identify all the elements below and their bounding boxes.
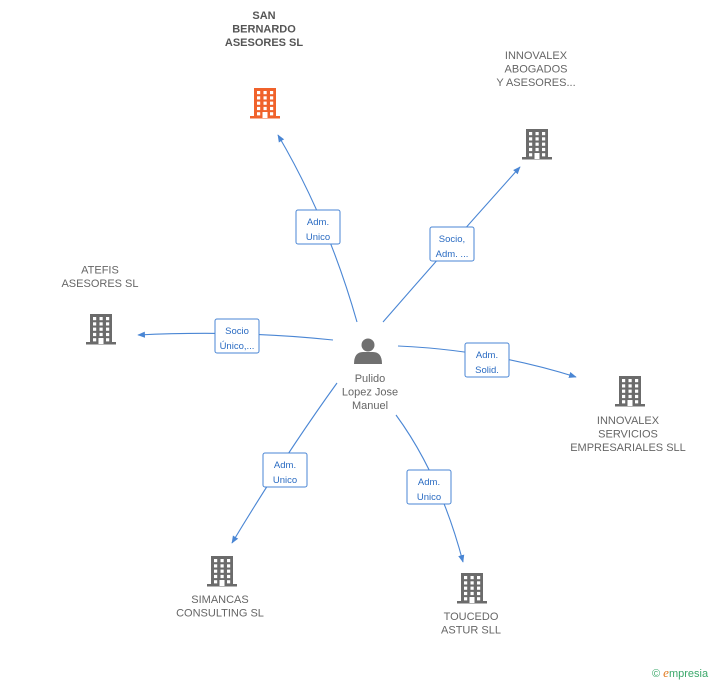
edge-label-text: Unico: [273, 475, 297, 486]
building-icon: [250, 88, 280, 119]
edge-label[interactable]: Adm. Unico: [295, 209, 341, 245]
node-label-line: TOUCEDO: [444, 611, 499, 623]
edge-label-text: Socio: [225, 326, 249, 337]
edge-innovalex-abogados: Socio, Adm. ...: [382, 166, 521, 323]
edge-label-text: Solid.: [475, 365, 499, 376]
edge-label-text: Adm. ...: [436, 249, 469, 260]
edge-label[interactable]: Socio, Adm. ...: [429, 226, 475, 262]
node-label-line: Y ASESORES...: [496, 77, 575, 89]
edge-toucedo: Adm. Unico: [395, 414, 465, 563]
edge-label-box: [429, 226, 475, 262]
edge-label[interactable]: Adm. Unico: [262, 452, 308, 488]
node-label-line: ATEFIS: [81, 265, 119, 277]
edge-san-bernardo: Adm. Unico: [277, 134, 358, 323]
edge-atefis: SocioÚnico,...: [137, 318, 334, 354]
edge-simancas: Adm. Unico: [231, 382, 338, 544]
edge-label[interactable]: SocioÚnico,...: [214, 318, 260, 354]
node-label-line: CONSULTING SL: [176, 608, 264, 620]
copyright-symbol: ©: [652, 668, 661, 680]
edge-label-text: Unico: [417, 492, 441, 503]
edge-label-text: Adm.: [307, 217, 329, 228]
building-icon: [207, 556, 237, 587]
building-icon: [457, 573, 487, 604]
company-node-toucedo[interactable]: TOUCEDO ASTUR SLL: [441, 573, 501, 637]
edge-label[interactable]: Adm. Unico: [406, 469, 452, 505]
building-icon: [615, 376, 645, 407]
node-label-line: Lopez Jose: [342, 387, 398, 399]
node-label-line: BERNARDO: [232, 24, 296, 36]
node-label-line: SIMANCAS: [191, 594, 248, 606]
node-label-line: SERVICIOS: [598, 429, 658, 441]
edge-label-box: [262, 452, 308, 488]
node-label-line: INNOVALEX: [597, 415, 660, 427]
edge-label-text: Adm.: [274, 460, 296, 471]
node-label-line: INNOVALEX: [505, 50, 568, 62]
node-label-line: ASESORES SL: [61, 278, 138, 290]
node-label-line: Pulido: [355, 373, 386, 385]
edge-label-box: [214, 318, 260, 354]
brand-initial: e: [663, 665, 669, 680]
edge-label-text: Adm.: [418, 477, 440, 488]
node-label-line: ASTUR SLL: [441, 625, 501, 637]
building-icon: [86, 314, 116, 345]
person-icon: [354, 338, 382, 364]
edge-label-box: [464, 342, 510, 378]
node-label-line: Manuel: [352, 400, 388, 412]
edge-innovalex-servicios: Adm. Solid.: [397, 342, 577, 378]
node-label-line: ASESORES SL: [225, 37, 304, 49]
edge-label[interactable]: Adm. Solid.: [464, 342, 510, 378]
edge-label-text: Adm.: [476, 350, 498, 361]
node-label-line: EMPRESARIALES SLL: [570, 442, 686, 454]
edge-label-text: Unico: [306, 232, 330, 243]
edge-label-text: Socio,: [439, 234, 465, 245]
edge-label-box: [406, 469, 452, 505]
edge-label-box: [295, 209, 341, 245]
edge-label-text: Único,...: [220, 341, 255, 352]
node-label-line: ABOGADOS: [505, 64, 568, 76]
building-icon: [522, 129, 552, 160]
company-node-simancas[interactable]: SIMANCAS CONSULTING SL: [176, 556, 264, 620]
node-label-line: SAN: [252, 10, 275, 22]
empresia-watermark: © empresia: [652, 665, 708, 681]
brand-name: mpresia: [668, 668, 709, 680]
